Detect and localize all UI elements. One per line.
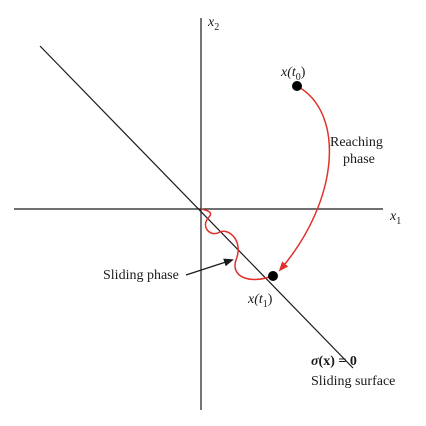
surface-hit-label: x(t1)	[247, 292, 273, 310]
x1-axis-label: x1	[389, 209, 401, 227]
sliding-surface-line	[39, 45, 354, 369]
surface-hit-point	[268, 271, 278, 281]
sliding-phase-pointer-arrow	[185, 258, 234, 276]
surface-equation: σ(x) = 0	[311, 354, 357, 369]
reaching-phase-label-line2: phase	[343, 152, 375, 167]
reaching-phase-label-line1: Reaching	[330, 135, 383, 150]
sliding-surface-label: Sliding surface	[311, 374, 395, 389]
initial-state-point	[292, 81, 302, 91]
x2-axis-label: x2	[207, 15, 219, 33]
sliding-phase-label: Sliding phase	[103, 268, 179, 283]
reaching-trajectory	[278, 85, 331, 272]
initial-state-label: x(t0)	[280, 65, 306, 83]
sliding-trajectory	[200, 208, 273, 281]
